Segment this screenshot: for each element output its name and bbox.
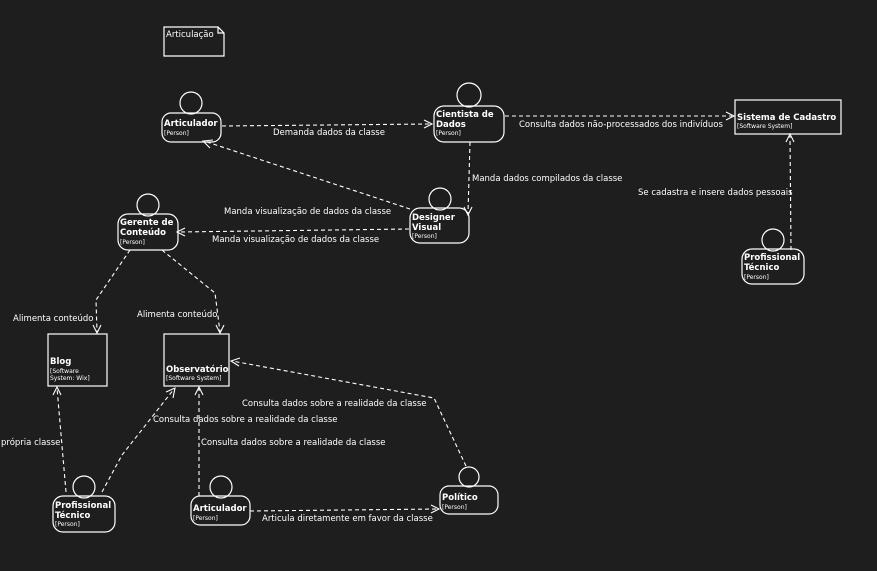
edge-consulta-prof-obs: Consulta dados sobre a realidade da clas… xyxy=(101,387,338,493)
system-sistema-de-cadastro: Sistema de Cadastro [Software System] xyxy=(734,99,842,135)
node-type: [Person] xyxy=(436,130,461,137)
person-articulador-bottom: Articulador [Person] xyxy=(190,475,251,526)
edge-demanda-dados: Demanda dados da classe xyxy=(221,119,434,138)
node-type: [Person] xyxy=(55,521,80,528)
node-title: Profissional xyxy=(55,501,111,511)
node-title: Observatório xyxy=(166,364,229,375)
node-title: Sistema de Cadastro xyxy=(737,113,836,123)
node-type: [Person] xyxy=(193,515,218,522)
person-profissional-tecnico-right: Profissional Técnico [Person] xyxy=(741,228,805,285)
node-title: Técnico xyxy=(744,262,779,273)
edge-label-cadastra: Se cadastra e insere dados pessoais xyxy=(638,188,793,198)
edge-label-articula: Articula diretamente em favor da classe xyxy=(262,514,433,524)
edge-label-alimenta-blog: Alimenta conteúdo xyxy=(13,314,93,324)
node-type: [Software System] xyxy=(737,123,792,130)
edge-label-visualizacao-2: Manda visualização de dados da classe xyxy=(212,235,379,245)
node-type: [Person] xyxy=(442,504,467,511)
person-politico: Político [Person] xyxy=(439,466,499,515)
person-cientista-de-dados: Cientista de Dados [Person] xyxy=(433,82,505,143)
edge-consulta-art-obs: Consulta dados sobre a realidade da clas… xyxy=(194,385,386,496)
edge-visualizacao-gerente: Manda visualização de dados da classe xyxy=(175,227,410,245)
person-articulador-top: Articulador [Person] xyxy=(161,91,222,143)
node-type: [Software System] xyxy=(166,375,221,382)
edge-label-alimenta-observatorio: Alimenta conteúdo xyxy=(137,310,217,320)
edge-consulta-pol-obs: Consulta dados sobre a realidade da clas… xyxy=(229,357,467,467)
node-type: [Person] xyxy=(120,239,145,246)
node-type: [Person] xyxy=(412,233,437,240)
edge-alimenta-observatorio: Alimenta conteúdo xyxy=(137,249,225,335)
node-title: Blog xyxy=(50,357,71,367)
system-observatorio: Observatório [Software System] xyxy=(163,333,230,387)
edge-label-propria-classe: própria classe xyxy=(1,437,60,448)
node-title: Articulador xyxy=(193,504,247,514)
node-title: Gerente de xyxy=(120,218,174,228)
note-articulacao: Articulação xyxy=(163,26,225,57)
node-title: Designer xyxy=(412,213,456,223)
person-designer-visual: Designer Visual [Person] xyxy=(409,187,470,244)
node-type: [Person] xyxy=(164,130,189,137)
node-title: Cientista de xyxy=(436,110,494,120)
edge-visualizacao-articulador: Manda visualização de dados da classe xyxy=(201,139,411,217)
node-title: Visual xyxy=(412,223,441,233)
note-label: Articulação xyxy=(166,30,214,40)
edge-label-consulta-art: Consulta dados sobre a realidade da clas… xyxy=(201,438,386,448)
node-type: [Person] xyxy=(744,274,769,281)
person-profissional-tecnico-left: Profissional Técnico [Person] xyxy=(52,475,116,533)
edges: Demanda dados da classe Consulta dados n… xyxy=(1,111,795,524)
node-title: Político xyxy=(442,493,478,503)
node-title: Conteúdo xyxy=(120,228,166,238)
node-title: Profissional xyxy=(744,253,800,263)
edge-cadastra: Se cadastra e insere dados pessoais xyxy=(638,132,795,251)
node-type: System: Wix] xyxy=(50,375,90,382)
node-title: Articulador xyxy=(164,119,218,129)
system-blog: Blog [Software System: Wix] xyxy=(47,333,108,387)
edge-dados-compilados: Manda dados compilados da classe xyxy=(463,141,622,217)
edge-label-visualizacao-1: Manda visualização de dados da classe xyxy=(224,207,391,217)
edge-label-dados-compilados: Manda dados compilados da classe xyxy=(472,174,622,184)
node-type: [Software xyxy=(50,368,79,375)
edge-label-consulta-nao-processados: Consulta dados não-processados dos indiv… xyxy=(519,120,724,130)
person-gerente-de-conteudo: Gerente de Conteúdo [Person] xyxy=(117,193,179,251)
edge-consulta-nao-processados: Consulta dados não-processados dos indiv… xyxy=(505,111,736,130)
edge-alimenta-blog: Alimenta conteúdo xyxy=(13,249,131,335)
edge-label-consulta-pol: Consulta dados sobre a realidade da clas… xyxy=(242,399,427,409)
edge-propria-classe: própria classe xyxy=(1,385,67,493)
edge-articula: Articula diretamente em favor da classe xyxy=(249,504,441,524)
node-title: Técnico xyxy=(55,510,90,521)
edge-label-demanda: Demanda dados da classe xyxy=(273,128,385,138)
edge-label-consulta-prof: Consulta dados sobre a realidade da clas… xyxy=(153,415,338,425)
node-title: Dados xyxy=(436,120,466,130)
